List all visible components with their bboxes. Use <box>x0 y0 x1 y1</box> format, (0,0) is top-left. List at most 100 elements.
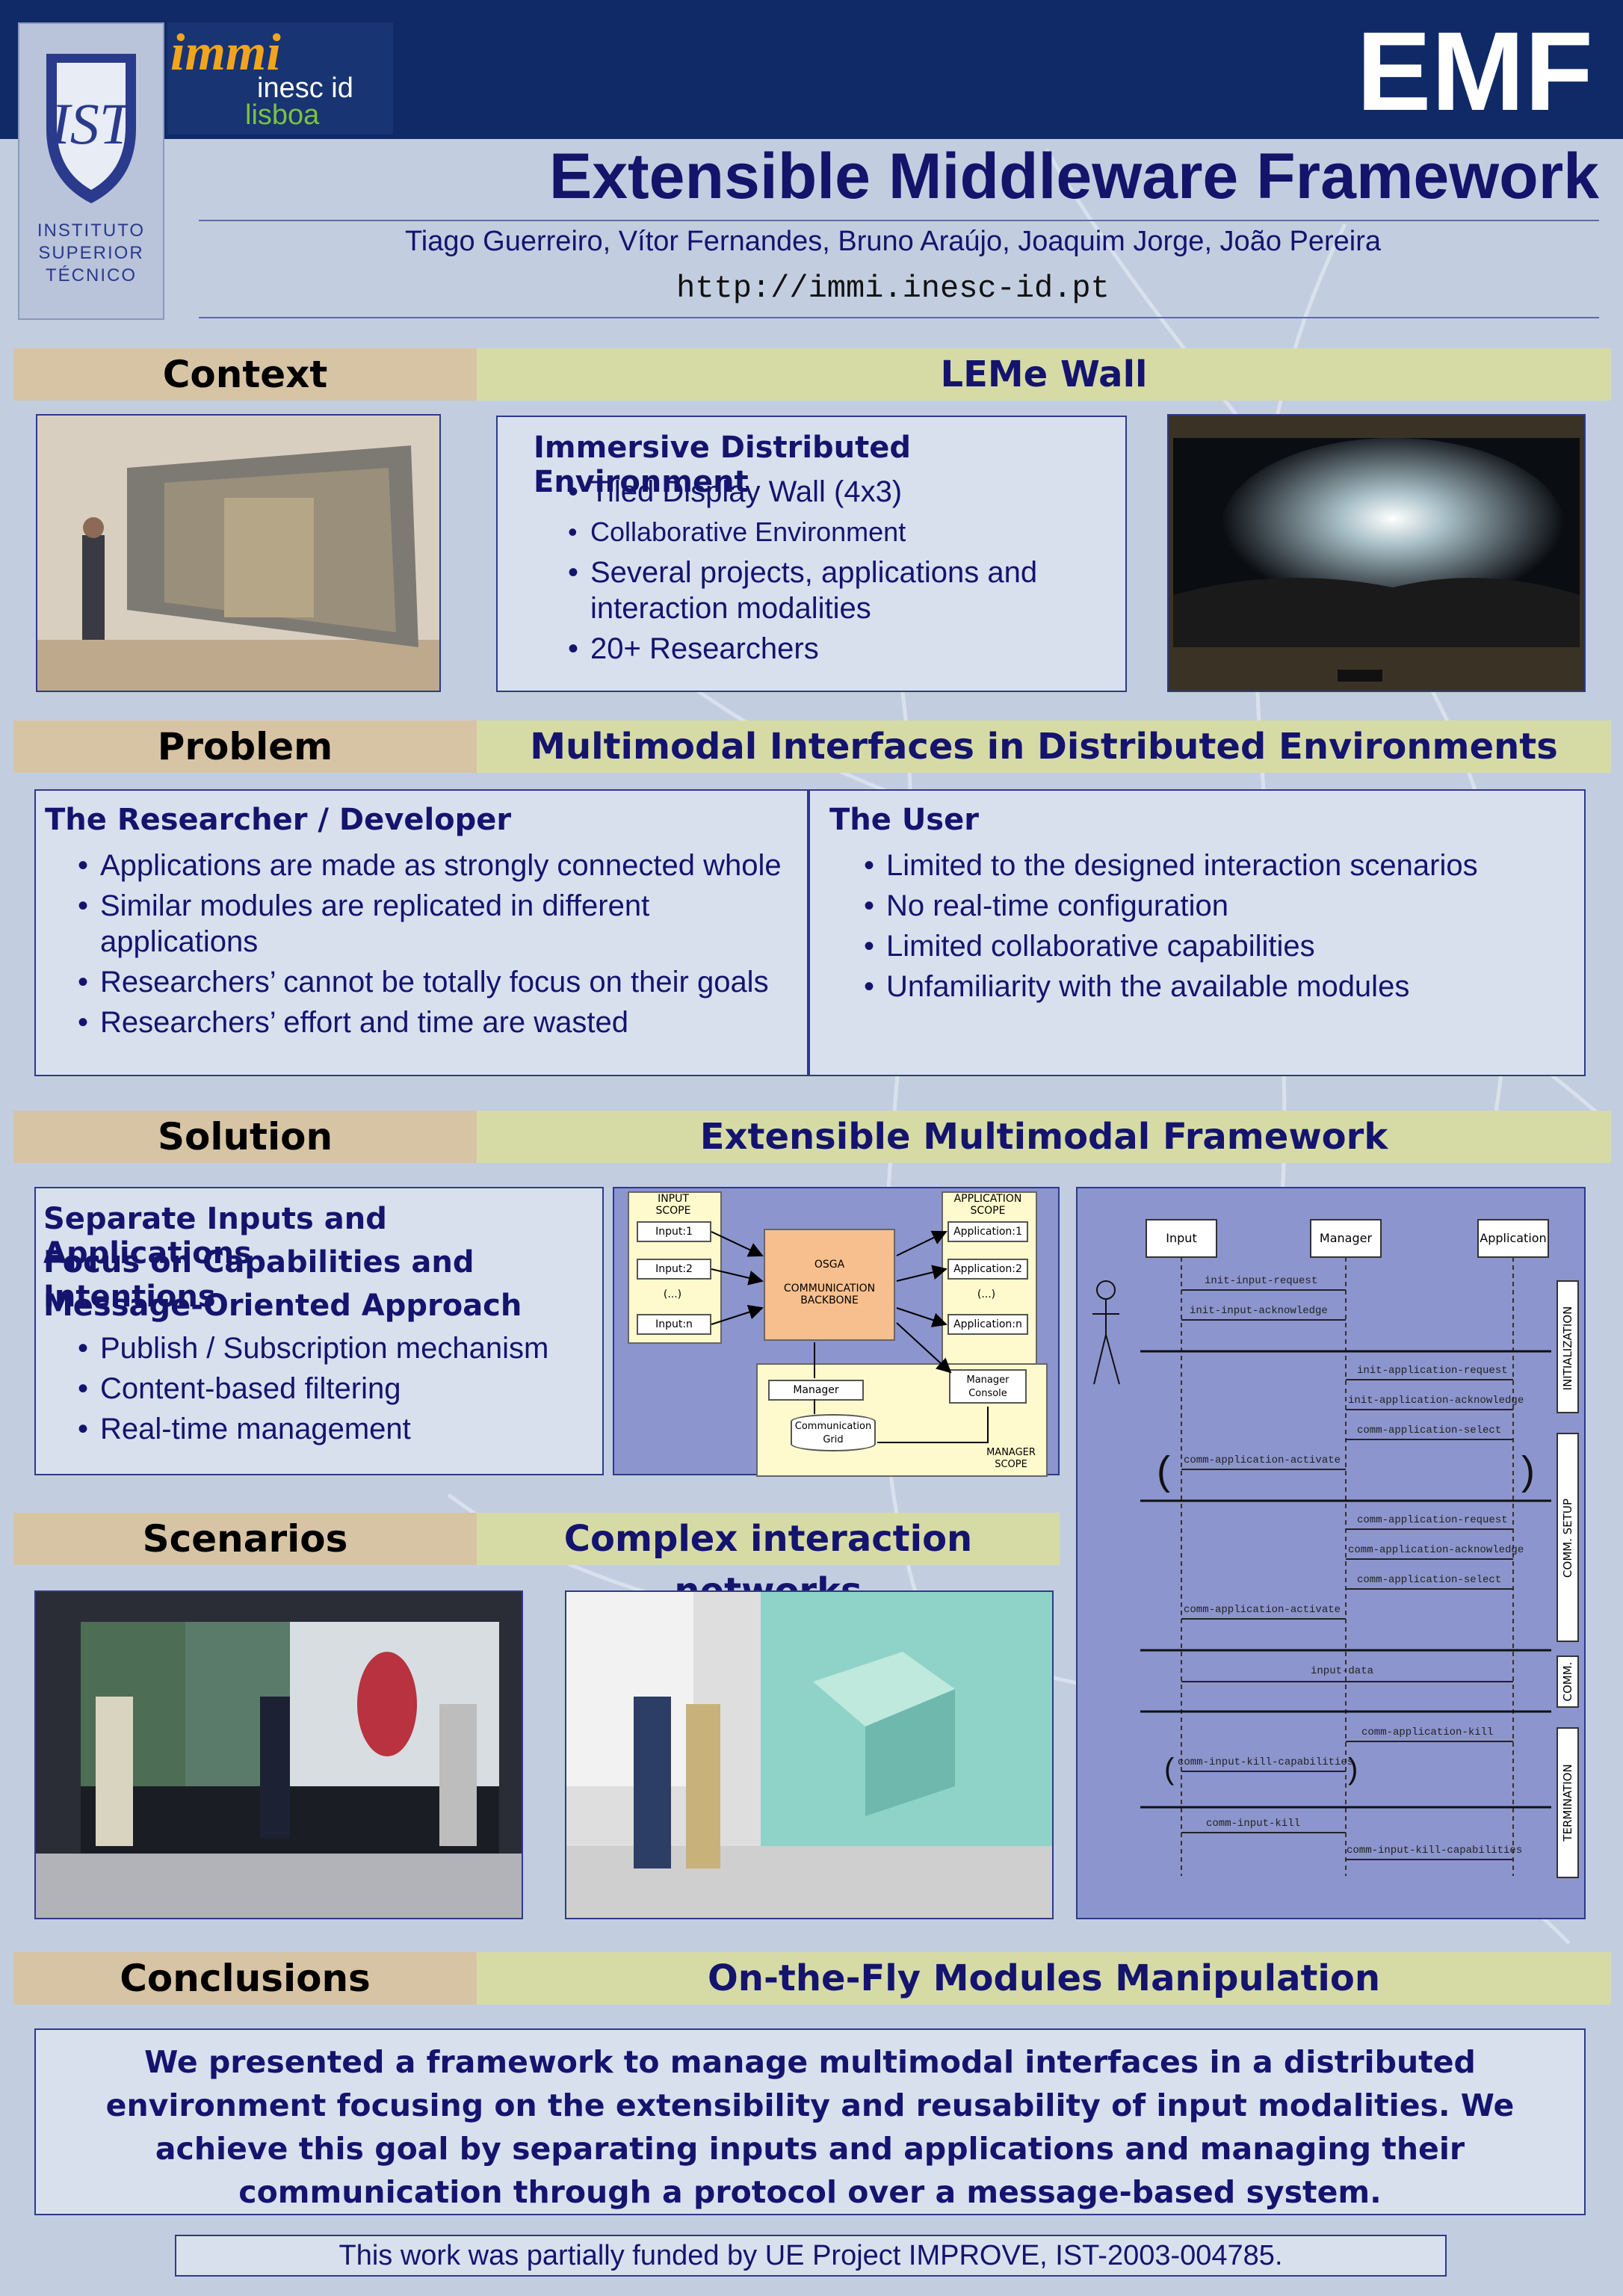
input-ellipsis: (...) <box>663 1289 682 1300</box>
conclusions-panel: We presented a framework to manage multi… <box>34 2028 1586 2215</box>
list-item: Similar modules are replicated in differ… <box>78 888 795 960</box>
message-label: comm-application-kill <box>1361 1726 1494 1738</box>
list-item: Researchers’ cannot be totally focus on … <box>78 964 795 1000</box>
developer-bullets: Applications are made as strongly connec… <box>78 843 795 1045</box>
message-label: init-application-request <box>1357 1365 1508 1377</box>
emf-badge: EMF <box>1356 8 1593 134</box>
actor-input: Input <box>1166 1231 1197 1245</box>
solution-bullets: Publish / Subscription mechanism Content… <box>78 1326 593 1451</box>
developer-panel-title: The Researcher / Developer <box>45 803 512 837</box>
architecture-arrows <box>711 1230 989 1443</box>
communication-grid-cylinder: Communication Grid <box>791 1414 876 1451</box>
funding-text: This work was partially funded by UE Pro… <box>338 2240 1283 2271</box>
display-photo-image <box>1169 416 1584 691</box>
communication-backbone-box: OSGA COMMUNICATION BACKBONE <box>764 1229 895 1341</box>
input-2-box: Input:2 <box>637 1259 711 1280</box>
leme-wall-photo <box>36 414 441 692</box>
solution-panel: Separate Inputs and Applications Focus o… <box>34 1187 604 1475</box>
user-bullets: Limited to the designed interaction scen… <box>864 843 1566 1009</box>
input-scope-label: INPUT SCOPE <box>655 1193 691 1217</box>
list-item: Applications are made as strongly connec… <box>78 848 795 883</box>
manager-console-box: Manager Console <box>949 1369 1027 1404</box>
actor-application: Application <box>1480 1231 1547 1245</box>
list-item: Limited collaborative capabilities <box>864 928 1566 964</box>
wall-photo-image <box>37 416 439 691</box>
conclusions-subheading: On-the-Fly Modules Manipulation <box>477 1952 1611 2005</box>
sequence-diagram-drawing: ( ) ( ) <box>1092 1219 1579 1878</box>
message-label: comm-input-kill <box>1206 1818 1301 1830</box>
message-label: comm-application-acknowledge <box>1348 1544 1524 1556</box>
funding-panel: This work was partially funded by UE Pro… <box>175 2235 1447 2277</box>
leme-wall-heading: LEMe Wall <box>477 348 1611 401</box>
message-label: init-input-acknowledge <box>1190 1305 1328 1317</box>
list-item: Limited to the designed interaction scen… <box>864 848 1566 883</box>
message-label: input-data <box>1311 1665 1374 1677</box>
list-item: Content-based filtering <box>78 1371 593 1407</box>
scenario-photo-2-image <box>566 1592 1052 1918</box>
application-ellipsis: (...) <box>977 1289 996 1300</box>
phase-initialization: INITIALIZATION <box>1561 1306 1574 1391</box>
message-label: init-application-acknowledge <box>1348 1395 1524 1407</box>
sequence-diagram: ( ) ( ) Input Manager Application init-i… <box>1076 1187 1586 1919</box>
actor-manager: Manager <box>1319 1231 1373 1245</box>
solution-heading-2: Focus on Capabilities and Intentions <box>43 1245 474 1314</box>
message-label: comm-application-activate <box>1184 1454 1341 1466</box>
solution-heading-1: Separate Inputs and Applications <box>43 1202 387 1271</box>
input-n-box: Input:n <box>637 1314 711 1335</box>
solution-heading-3: Message-Oriented Approach <box>43 1289 522 1323</box>
page-title: Extensible Middleware Framework <box>548 141 1599 212</box>
solution-subheading: Extensible Multimodal Framework <box>477 1111 1611 1163</box>
list-item: Publish / Subscription mechanism <box>78 1330 593 1366</box>
list-item: Unfamiliarity with the available modules <box>864 969 1566 1004</box>
application-scope-label: APPLICATION SCOPE <box>953 1193 1022 1217</box>
problem-heading: Problem <box>13 720 477 773</box>
lisboa-logo-text: lisboa <box>245 99 320 131</box>
svg-text:): ) <box>1348 1753 1358 1786</box>
scenario-photo-1-image <box>36 1592 522 1918</box>
scenario-photo-1 <box>34 1590 523 1919</box>
svg-text:(: ( <box>1164 1753 1175 1786</box>
list-item: Real-time management <box>78 1411 593 1447</box>
list-item: Collaborative Environment <box>568 514 1091 550</box>
moon-display-photo <box>1167 414 1586 692</box>
architecture-diagram: INPUT SCOPE Input:1 Input:2 (...) Input:… <box>613 1187 1060 1477</box>
user-panel: The User Limited to the designed interac… <box>809 789 1586 1076</box>
manager-scope-label: MANAGER SCOPE <box>986 1447 1036 1470</box>
scenarios-heading: Scenarios <box>13 1513 477 1565</box>
list-item: Tiled Display Wall (4x3) <box>568 474 1091 510</box>
message-label: comm-input-kill-capabilities <box>1347 1845 1523 1857</box>
message-label: comm-application-activate <box>1184 1604 1341 1616</box>
immi-logo-text: immi <box>170 24 281 81</box>
ist-logo: IST INSTITUTO SUPERIOR TÉCNICO <box>18 22 164 320</box>
conclusions-heading: Conclusions <box>13 1952 477 2005</box>
context-heading: Context <box>13 348 477 401</box>
list-item: No real-time configuration <box>864 888 1566 924</box>
stick-figure-icon <box>1092 1280 1120 1385</box>
ist-logo-text: INSTITUTO SUPERIOR TÉCNICO <box>37 220 146 286</box>
ist-mark: IST <box>50 91 135 156</box>
context-bullets: Tiled Display Wall (4x3) Collaborative E… <box>568 469 1091 671</box>
project-url-link[interactable]: http://immi.inesc-id.pt <box>676 271 1110 306</box>
scenarios-subheading: Complex interaction networks <box>477 1513 1060 1612</box>
list-item: Researchers’ effort and time are wasted <box>78 1004 795 1040</box>
message-label: comm-application-select <box>1357 1425 1502 1436</box>
context-panel: Immersive Distributed Environment Tiled … <box>496 416 1127 692</box>
manager-box: Manager <box>768 1380 864 1401</box>
solution-heading: Solution <box>13 1111 477 1163</box>
inesc-logo-text: inesc id <box>257 72 353 104</box>
message-label: comm-application-request <box>1357 1514 1508 1526</box>
problem-subheading: Multimodal Interfaces in Distributed Env… <box>477 720 1611 773</box>
application-n-box: Application:n <box>947 1314 1028 1335</box>
phase-comm-setup: COMM. SETUP <box>1561 1499 1574 1578</box>
conclusions-text: We presented a framework to manage multi… <box>105 2044 1515 2210</box>
list-item: Several projects, applications and inter… <box>568 555 1091 626</box>
immi-logo: immi inesc id lisboa <box>167 22 393 135</box>
svg-text:(: ( <box>1157 1448 1170 1493</box>
application-1-box: Application:1 <box>947 1221 1028 1242</box>
authors: Tiago Guerreiro, Vítor Fernandes, Bruno … <box>404 226 1382 257</box>
list-item: 20+ Researchers <box>568 631 1091 667</box>
developer-panel: The Researcher / Developer Applications … <box>34 789 809 1076</box>
application-2-box: Application:2 <box>947 1259 1028 1280</box>
scenario-photo-2 <box>565 1590 1054 1919</box>
message-label: init-input-request <box>1205 1275 1318 1287</box>
